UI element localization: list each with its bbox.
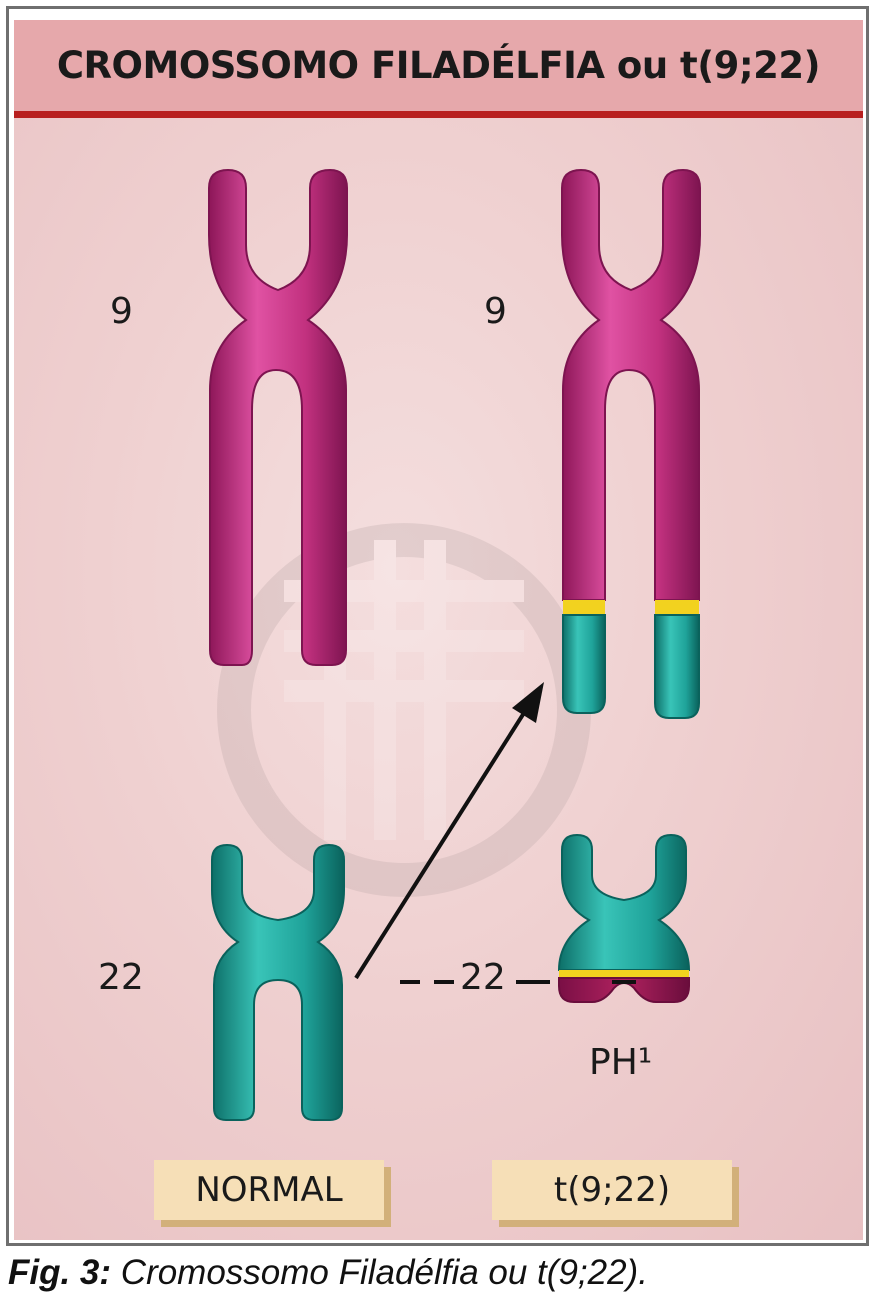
label-chromosome-22-translocated: 22	[460, 960, 506, 996]
figure-caption: Fig. 3: Cromossomo Filadélfia ou t(9;22)…	[8, 1248, 868, 1298]
chromosome-9-translocated	[562, 170, 700, 718]
caption-text: Cromossomo Filadélfia ou t(9;22).	[111, 1253, 648, 1292]
diagram-panel: CROMOSSOMO FILADÉLFIA ou t(9;22)	[14, 20, 863, 1240]
label-philadelphia: PH¹	[589, 1045, 652, 1081]
chromosome-22-normal	[212, 845, 344, 1120]
caption-prefix: Fig. 3:	[8, 1253, 111, 1292]
label-chromosome-9-translocated: 9	[484, 294, 507, 330]
tag-normal: NORMAL	[154, 1160, 384, 1220]
label-chromosome-9-normal: 9	[110, 294, 133, 330]
label-chromosome-22-normal: 22	[98, 960, 144, 996]
chromosome-diagram	[14, 20, 863, 1240]
chromosome-22-philadelphia	[559, 835, 689, 1002]
tag-translocation: t(9;22)	[492, 1160, 732, 1220]
